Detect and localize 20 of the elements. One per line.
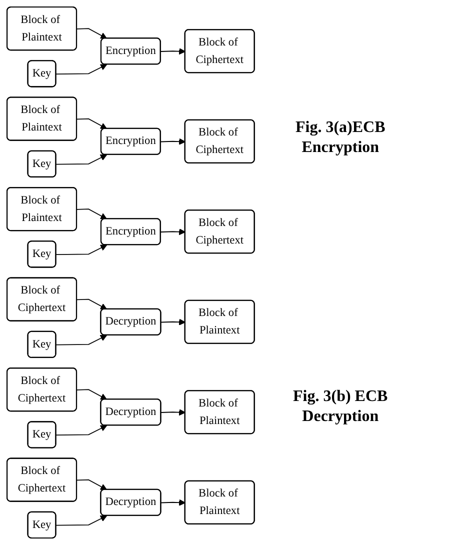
figure-caption: Fig. 3(b) ECB Decryption [292,386,389,427]
arrow [56,334,108,346]
arrow [160,228,186,236]
arrow [76,208,108,220]
arrow [76,389,108,400]
arrow [160,318,186,326]
figure-caption: Fig. 3(a)ECB Encryption [294,118,386,158]
arrow [76,479,108,490]
arrow [76,28,108,39]
arrow [56,244,108,256]
arrow [56,515,108,526]
arrow [56,154,108,165]
arrow [56,425,108,436]
arrow [56,64,108,75]
arrow [160,409,186,416]
arrow [76,118,108,130]
arrow [160,48,186,55]
arrow [160,499,186,506]
arrow [76,298,108,310]
arrow [160,138,186,145]
